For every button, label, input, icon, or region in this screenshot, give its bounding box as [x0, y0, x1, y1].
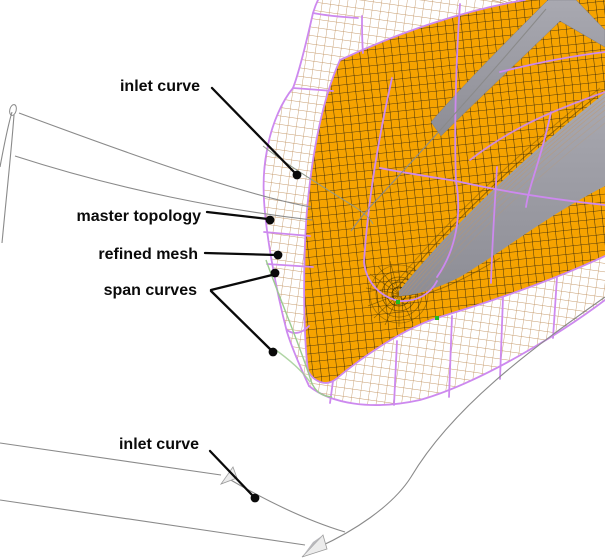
callout-dot [265, 215, 275, 225]
callout-dot [268, 347, 278, 357]
hub-outline-curves [0, 296, 605, 548]
label-refined-mesh: refined mesh [98, 246, 198, 263]
label-span-curves: span curves [104, 282, 197, 299]
labels: inlet curve master topology refined mesh… [77, 78, 202, 453]
inlet-extension-lines [0, 104, 313, 244]
callout-dot [250, 493, 260, 503]
blade-surface-mesh [399, 96, 605, 296]
label-master-topology: master topology [77, 208, 202, 225]
master-topology-curves [262, 0, 605, 406]
span-curve-node [435, 316, 439, 320]
callout-dot [273, 250, 283, 260]
refined-mesh-region [304, 0, 605, 383]
blade-surface [399, 93, 605, 296]
callout-leaders [203, 86, 302, 503]
span-curve-node [396, 300, 400, 304]
blade-sliver [430, 0, 605, 137]
curve-end-arrow [301, 534, 328, 558]
callout-dot [292, 170, 302, 180]
label-inlet-curve-top: inlet curve [120, 78, 200, 95]
callout-dot [270, 268, 280, 278]
label-inlet-curve-bottom: inlet curve [119, 436, 199, 453]
leading-edge-ogrid [365, 87, 604, 327]
